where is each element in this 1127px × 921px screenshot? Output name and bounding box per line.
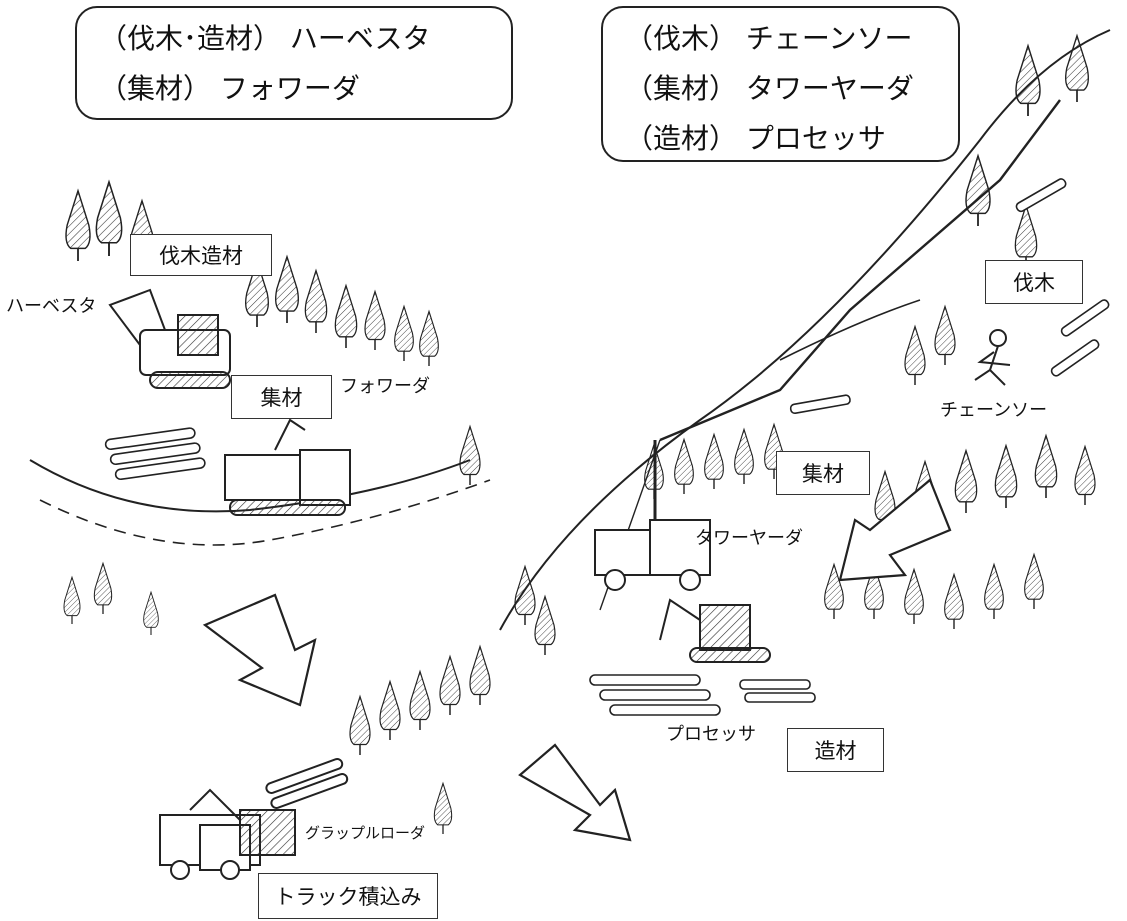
step-felling-processing-left: 伐木造材 xyxy=(130,234,272,276)
summary-box-right: （伐木） チェーンソー （集材） タワーヤーダ （造材） プロセッサ xyxy=(601,6,960,162)
processor-machine xyxy=(659,598,771,663)
step-yarding-left: 集材 xyxy=(231,375,332,419)
label-tower-yarder: タワーヤーダ xyxy=(695,528,803,549)
label-chainsaw: チェーンソー xyxy=(940,400,1048,421)
step-processing-right: 造材 xyxy=(787,728,884,772)
summary-right-line-1: （伐木） チェーンソー xyxy=(625,22,913,55)
truck-and-loader xyxy=(159,758,349,880)
yarder-cable xyxy=(659,99,1061,442)
harvester-machine xyxy=(108,288,231,389)
processor-logs xyxy=(589,674,816,716)
label-forwarder: フォワーダ xyxy=(340,376,430,397)
truck-loading-scene xyxy=(349,645,491,835)
label-grapple-loader: グラップルローダ xyxy=(305,824,426,842)
summary-box-left: （伐木･造材） ハーベスタ （集材） フォワーダ xyxy=(75,6,513,120)
harvester-logs xyxy=(104,427,206,481)
label-processor: プロセッサ xyxy=(666,724,756,745)
tower-yarder-machine xyxy=(594,519,711,591)
felled-logs-right xyxy=(789,178,1110,415)
step-felling-right: 伐木 xyxy=(985,260,1083,304)
flow-arrow-left xyxy=(202,593,317,707)
summary-left-line-1: （伐木･造材） ハーベスタ xyxy=(99,22,431,55)
summary-right-line-2: （集材） タワーヤーダ xyxy=(625,72,914,105)
summary-right-line-3: （造材） プロセッサ xyxy=(625,122,886,155)
chainsaw-worker xyxy=(974,329,1011,386)
forwarder-machine xyxy=(224,418,351,516)
step-truck-loading: トラック積込み xyxy=(258,873,438,919)
step-yarding-right: 集材 xyxy=(776,451,870,495)
flow-arrow-right-to-truck xyxy=(518,743,632,842)
label-harvester: ハーベスタ xyxy=(6,296,97,317)
summary-left-line-2: （集材） フォワーダ xyxy=(99,72,360,105)
flow-arrow-right-down xyxy=(838,478,952,582)
